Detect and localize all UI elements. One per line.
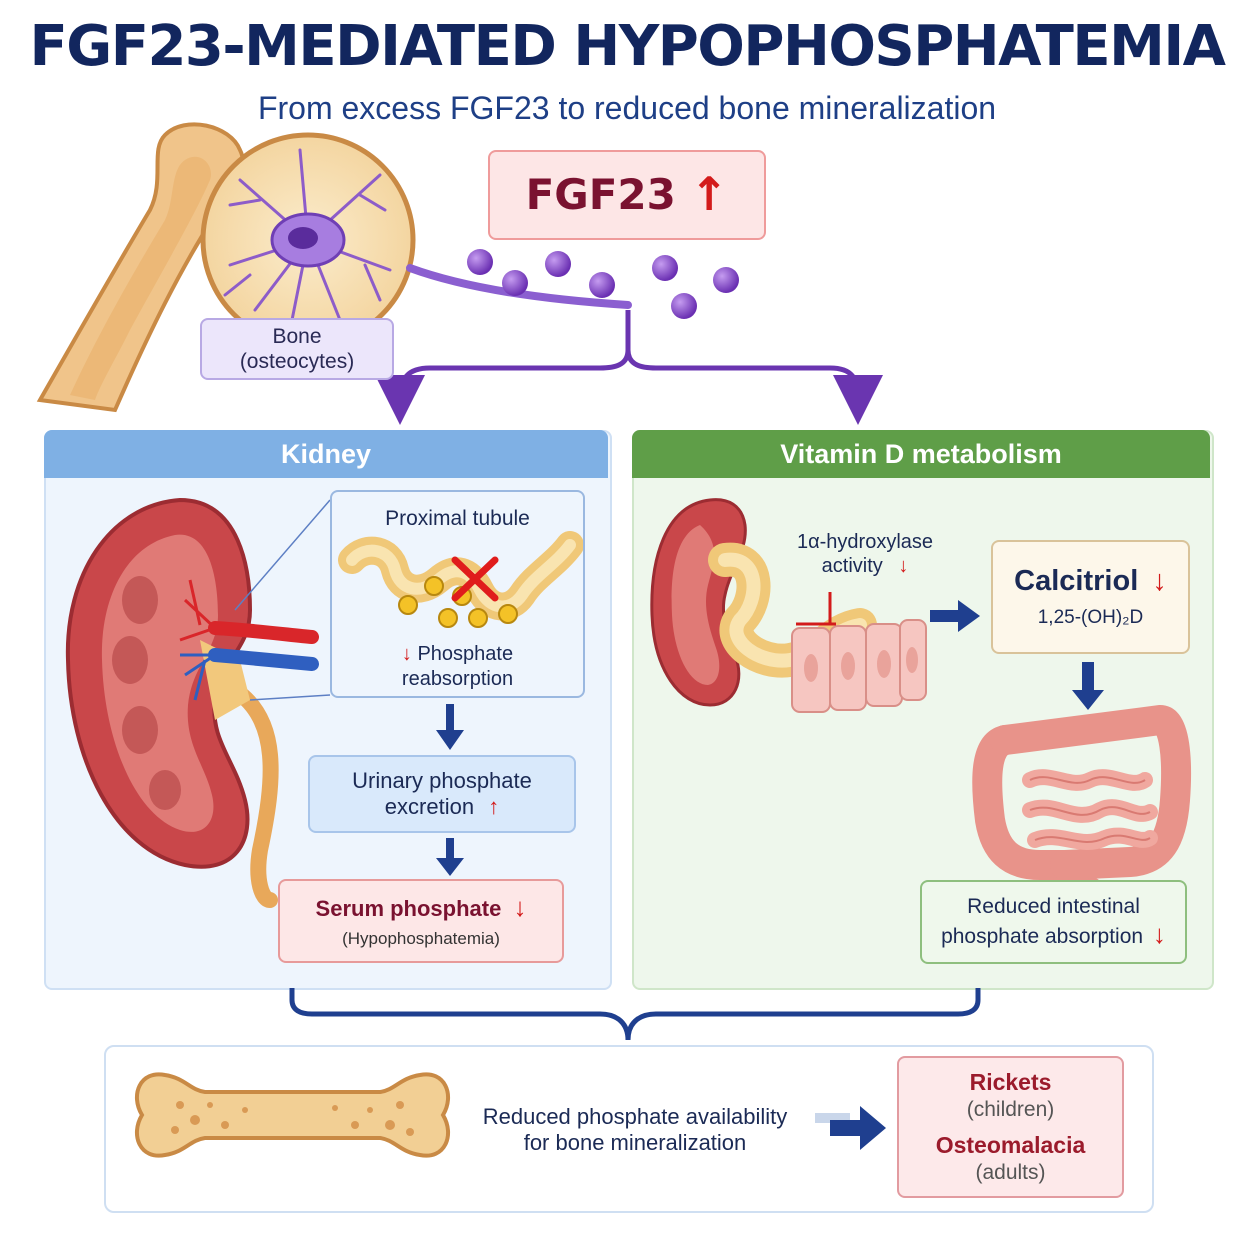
fgf23-label: FGF23 <box>525 169 676 219</box>
excretion-up-arrow-icon: ↑ <box>488 794 500 819</box>
proximal-tubule-box: Proximal tubule ↓ Phosphate reabsorption <box>330 490 585 698</box>
zoom-line <box>249 694 331 701</box>
hypophosphatemia-label: (Hypophosphatemia) <box>342 929 500 949</box>
vitd-flow-arrows <box>930 600 1104 710</box>
osteomalacia-sublabel: (adults) <box>975 1160 1046 1184</box>
bone-label-box: Bone (osteocytes) <box>200 318 394 380</box>
vitd-kidney-illustration <box>650 498 927 713</box>
calcitriol-formula: 1,25-(OH)₂D <box>1037 607 1144 628</box>
clinical-outcome-box: Rickets (children) Osteomalacia (adults) <box>897 1056 1124 1198</box>
page-title: FGF23-MEDIATED HYPOPHOSPHATEMIA <box>29 14 1226 79</box>
kidney-illustration <box>65 497 319 908</box>
page-subtitle: From excess FGF23 to reduced bone minera… <box>257 90 997 126</box>
proximal-tubule-illustration <box>338 531 584 628</box>
bone-illustration <box>135 1072 450 1158</box>
phosphate-availability-label: Reduced phosphate availability for bone … <box>482 1103 788 1155</box>
hydroxylase-down-arrow-icon: ↓ <box>898 555 909 577</box>
serum-phosphate-box: Serum phosphate ↓ (Hypophosphatemia) <box>278 879 564 963</box>
zoom-line <box>234 499 331 611</box>
urinary-excretion-box: Urinary phosphate excretion ↑ <box>308 755 576 833</box>
calcitriol-box: Calcitriol ↓ 1,25-(OH)₂D <box>991 540 1190 654</box>
intestinal-absorption-box: Reduced intestinal phosphate absorption … <box>920 880 1187 964</box>
bone-label: Bone <box>272 324 322 348</box>
osteocyte-illustration <box>200 132 416 348</box>
reabsorption-down-arrow-icon: ↓ <box>401 643 412 665</box>
absorption-down-arrow-icon: ↓ <box>1152 919 1166 949</box>
kidney-flow-arrows <box>436 704 464 876</box>
hydroxylase-label: 1α-hydroxylase activity ↓ <box>796 531 934 577</box>
fgf23-up-arrow-icon: ↑ <box>689 167 729 222</box>
fgf23-branch-arrows <box>375 310 883 425</box>
calcitriol-down-arrow-icon: ↓ <box>1152 565 1167 598</box>
fgf23-box: FGF23 ↑ <box>488 150 766 240</box>
fgf23-molecules <box>467 249 739 319</box>
rickets-label: Rickets <box>969 1069 1052 1096</box>
convergence-bracket <box>289 988 981 1041</box>
rickets-sublabel: (children) <box>966 1097 1055 1121</box>
intestine-illustration <box>972 704 1192 907</box>
outcome-arrow <box>815 1106 886 1150</box>
proximal-tubule-title: Proximal tubule <box>385 507 530 530</box>
vitamin-d-panel-header: Vitamin D metabolism <box>632 430 1210 478</box>
phosphate-reabsorption-label: ↓ Phosphate reabsorption <box>401 643 514 690</box>
osteomalacia-label: Osteomalacia <box>935 1132 1086 1158</box>
bone-sublabel: (osteocytes) <box>239 350 355 373</box>
kidney-panel-header: Kidney <box>44 430 608 478</box>
femur-illustration <box>36 122 246 413</box>
serum-down-arrow-icon: ↓ <box>513 892 527 923</box>
